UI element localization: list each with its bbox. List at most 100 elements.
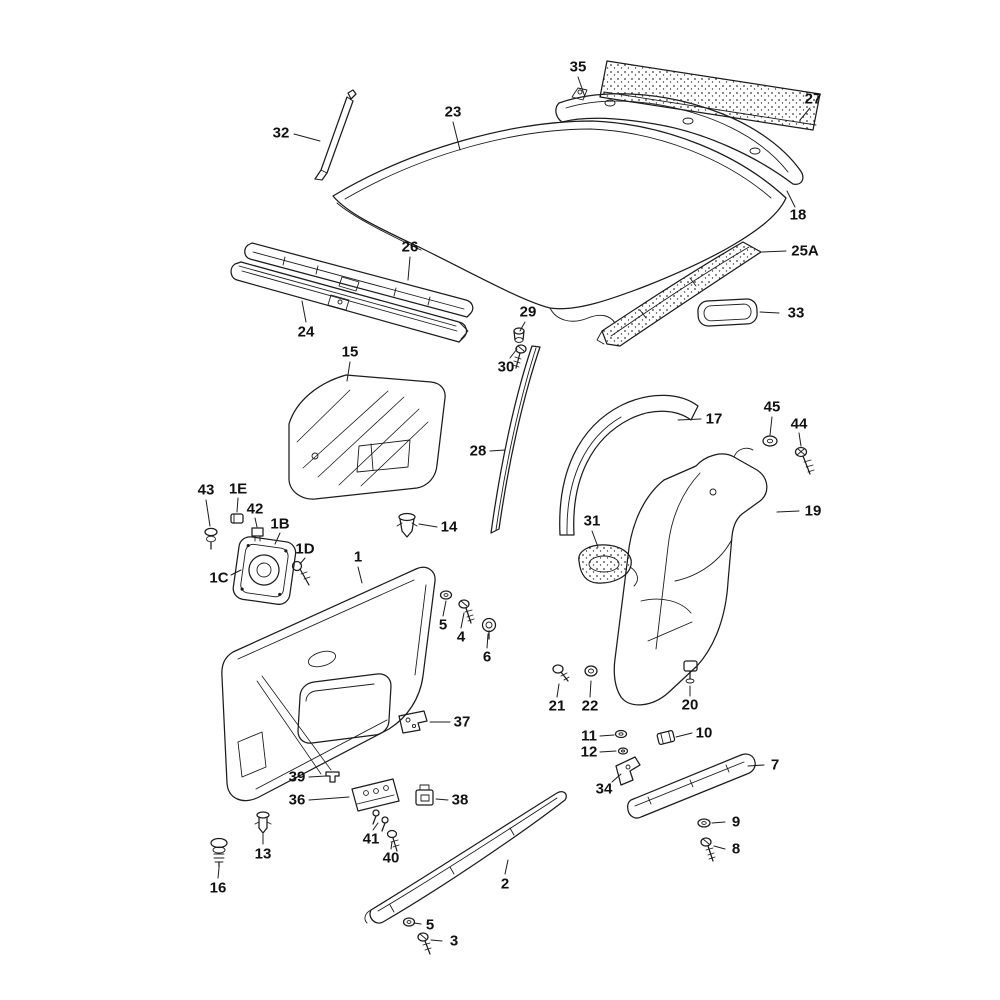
leader-line-32 xyxy=(293,133,321,142)
part-callout-35: 35 xyxy=(570,59,587,76)
roof-trim-strip-stippled xyxy=(599,60,821,131)
part-callout-4: 4 xyxy=(457,629,466,646)
door-window-glass xyxy=(288,374,446,500)
pillar-seal-strip xyxy=(490,345,541,534)
clip-42 xyxy=(251,527,264,542)
leader-line-34 xyxy=(611,773,622,783)
leader-line-1D xyxy=(299,557,306,565)
clip-10 xyxy=(656,730,676,745)
leader-line-31 xyxy=(591,530,599,548)
clip-39 xyxy=(325,771,340,783)
part-callout-23: 23 xyxy=(445,104,462,121)
leader-line-11 xyxy=(599,734,615,737)
leader-line-29 xyxy=(519,321,526,332)
rear-sill-strip xyxy=(627,753,756,819)
leader-line-36 xyxy=(308,796,350,801)
part-callout-7: 7 xyxy=(771,757,779,774)
screw-21 xyxy=(552,664,570,682)
leader-line-45 xyxy=(769,416,773,436)
part-callout-36: 36 xyxy=(289,792,306,809)
part-callout-14: 14 xyxy=(441,519,458,536)
part-callout-26: 26 xyxy=(402,239,419,256)
leader-line-1 xyxy=(357,566,363,584)
part-callout-37: 37 xyxy=(454,714,471,731)
part-callout-1B: 1B xyxy=(270,516,289,533)
screw-44 xyxy=(794,446,815,475)
part-callout-1D: 1D xyxy=(295,541,314,558)
leader-line-25A xyxy=(761,250,787,253)
leader-line-17 xyxy=(677,418,702,421)
part-callout-1E: 1E xyxy=(229,481,247,498)
part-callout-43: 43 xyxy=(198,482,215,499)
part-callout-17: 17 xyxy=(706,411,723,428)
leader-line-43 xyxy=(205,499,211,527)
leader-line-2 xyxy=(504,859,509,875)
part-callout-15: 15 xyxy=(342,344,359,361)
leader-line-6 xyxy=(486,633,489,649)
screw-3 xyxy=(417,932,432,955)
part-callout-5: 5 xyxy=(439,617,447,634)
leader-line-41 xyxy=(372,822,379,831)
leader-line-38 xyxy=(435,798,449,801)
part-callout-11: 11 xyxy=(581,728,597,745)
part-callout-6: 6 xyxy=(483,649,491,666)
bracket-37 xyxy=(398,710,428,734)
leader-line-24 xyxy=(301,300,307,323)
part-callout-24: 24 xyxy=(298,324,315,341)
part-callout-33: 33 xyxy=(788,305,805,322)
leader-line-12 xyxy=(599,750,617,753)
screw-1d xyxy=(291,560,311,586)
part-callout-42: 42 xyxy=(247,501,264,518)
screw-40 xyxy=(386,829,400,852)
part-callout-28: 28 xyxy=(470,443,487,460)
washer-5-lower xyxy=(402,917,416,927)
end-bracket-34 xyxy=(615,756,641,786)
leader-line-8 xyxy=(713,845,726,850)
fastener-29 xyxy=(513,327,525,343)
bracket-38 xyxy=(415,784,434,806)
roof-headliner-panel xyxy=(332,120,787,324)
leader-line-10 xyxy=(675,732,693,738)
leader-line-28 xyxy=(489,449,506,452)
part-callout-27: 27 xyxy=(805,91,822,108)
screw-8 xyxy=(700,837,716,862)
leader-line-5 xyxy=(442,600,447,617)
leader-line-21 xyxy=(556,683,560,698)
leader-line-30 xyxy=(509,348,518,359)
part-callout-19: 19 xyxy=(805,503,822,520)
part-callout-31: 31 xyxy=(584,513,601,530)
leader-line-26 xyxy=(407,256,411,281)
part-callout-10: 10 xyxy=(696,725,713,742)
clip-1e xyxy=(230,513,244,524)
screw-30 xyxy=(512,344,527,369)
part-callout-16: 16 xyxy=(210,880,227,897)
leader-line-14 xyxy=(418,523,438,528)
speaker-assembly xyxy=(232,536,297,605)
leader-line-22 xyxy=(589,680,592,698)
clip-11 xyxy=(614,729,628,739)
leader-line-1C xyxy=(230,569,242,576)
screw-4 xyxy=(458,599,475,624)
ring-12 xyxy=(617,747,629,755)
trim-piece-36 xyxy=(351,778,400,812)
part-callout-38: 38 xyxy=(452,792,469,809)
rear-header-trim-stippled xyxy=(596,241,762,347)
grommet-6 xyxy=(481,617,497,640)
part-callout-2: 2 xyxy=(501,876,509,893)
leader-line-35 xyxy=(577,76,586,98)
part-callout-39: 39 xyxy=(289,769,306,786)
part-callout-21: 21 xyxy=(549,698,566,715)
leader-line-1E xyxy=(236,497,239,513)
part-callout-12: 12 xyxy=(581,744,598,761)
part-callout-1: 1 xyxy=(354,549,362,566)
leader-line-27 xyxy=(799,107,811,121)
leader-line-40 xyxy=(390,841,393,850)
door-opening-seal xyxy=(559,394,699,536)
leader-line-39 xyxy=(308,775,327,778)
clip-14 xyxy=(396,512,418,538)
leader-line-9 xyxy=(711,821,726,824)
leader-line-16 xyxy=(217,867,220,879)
part-callout-9: 9 xyxy=(732,814,740,831)
